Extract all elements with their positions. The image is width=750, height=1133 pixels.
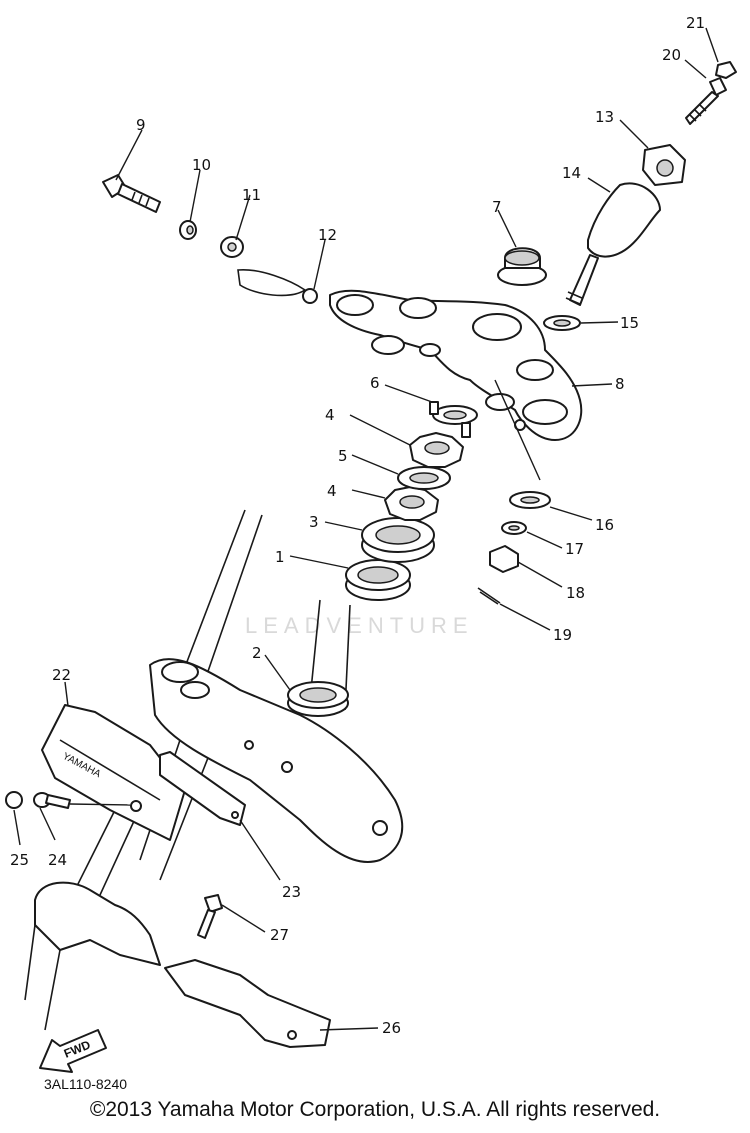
callout-9: 9 xyxy=(136,116,146,134)
fwd-arrow: FWD xyxy=(39,1029,107,1073)
lower-bracket xyxy=(149,599,404,863)
callout-1: 1 xyxy=(275,548,285,566)
callout-15: 15 xyxy=(620,314,639,332)
part-3-bearing-race xyxy=(361,517,435,563)
part-25-cap xyxy=(5,791,23,809)
diagram-code: 3AL110-8240 xyxy=(44,1076,127,1092)
part-4-ring-nut-lower xyxy=(384,486,439,521)
leader-lines xyxy=(13,27,719,1031)
callout-4-upper: 4 xyxy=(325,406,335,424)
callout-12: 12 xyxy=(318,226,337,244)
callout-5: 5 xyxy=(338,447,348,465)
watermark: LEADVENTURE xyxy=(245,613,474,638)
part-11-washer xyxy=(220,236,307,297)
callout-25: 25 xyxy=(10,851,29,869)
callout-6: 6 xyxy=(370,374,380,392)
callout-10: 10 xyxy=(192,156,211,174)
callout-7: 7 xyxy=(492,198,502,216)
callout-2: 2 xyxy=(252,644,262,662)
part-16-washer xyxy=(509,491,551,509)
callout-17: 17 xyxy=(565,540,584,558)
callout-27: 27 xyxy=(270,926,289,944)
callout-numbers: 1 2 3 4 4 5 6 7 8 9 10 11 12 13 14 15 16… xyxy=(10,14,705,1037)
callout-4-lower: 4 xyxy=(327,482,337,500)
part-9-bolt xyxy=(102,174,161,213)
callout-8: 8 xyxy=(615,375,625,393)
part-17-washer xyxy=(501,521,527,535)
part-5-washer xyxy=(397,466,451,490)
callout-21: 21 xyxy=(686,14,705,32)
part-19-cotter-pin xyxy=(477,587,501,605)
callout-22: 22 xyxy=(52,666,71,684)
callout-20: 20 xyxy=(662,46,681,64)
part-22-cover: YAMAHA xyxy=(41,704,186,841)
part-20-bolt xyxy=(685,77,727,125)
part-21-nut xyxy=(715,61,737,79)
part-27-bolt xyxy=(197,894,223,939)
callout-26: 26 xyxy=(382,1019,401,1037)
callout-18: 18 xyxy=(566,584,585,602)
part-26-guard xyxy=(164,959,331,1048)
part-18-nut xyxy=(489,545,519,573)
part-23-bracket xyxy=(159,751,246,826)
fork-lower xyxy=(24,881,161,1031)
part-24-bolt xyxy=(33,792,71,809)
callout-16: 16 xyxy=(595,516,614,534)
callout-14: 14 xyxy=(562,164,581,182)
part-14-handlebar-holder xyxy=(565,182,661,306)
part-2-lower-bearing xyxy=(287,681,349,717)
part-7-cap xyxy=(497,247,547,286)
callout-13: 13 xyxy=(595,108,614,126)
callout-19: 19 xyxy=(553,626,572,644)
part-10-washer xyxy=(179,220,197,240)
callout-11: 11 xyxy=(242,186,261,204)
callout-23: 23 xyxy=(282,883,301,901)
part-8-upper-bracket xyxy=(329,289,583,441)
copyright-notice: ©2013 Yamaha Motor Corporation, U.S.A. A… xyxy=(89,1098,661,1121)
part-12-clip xyxy=(302,288,318,304)
part-13-upper-holder xyxy=(642,144,686,186)
callout-24: 24 xyxy=(48,851,67,869)
part-6-lock-washer xyxy=(429,401,478,438)
part-4-ring-nut-upper xyxy=(409,432,464,468)
part-15-washer xyxy=(543,315,581,331)
part-1-bearing xyxy=(345,559,411,601)
callout-3: 3 xyxy=(309,513,319,531)
